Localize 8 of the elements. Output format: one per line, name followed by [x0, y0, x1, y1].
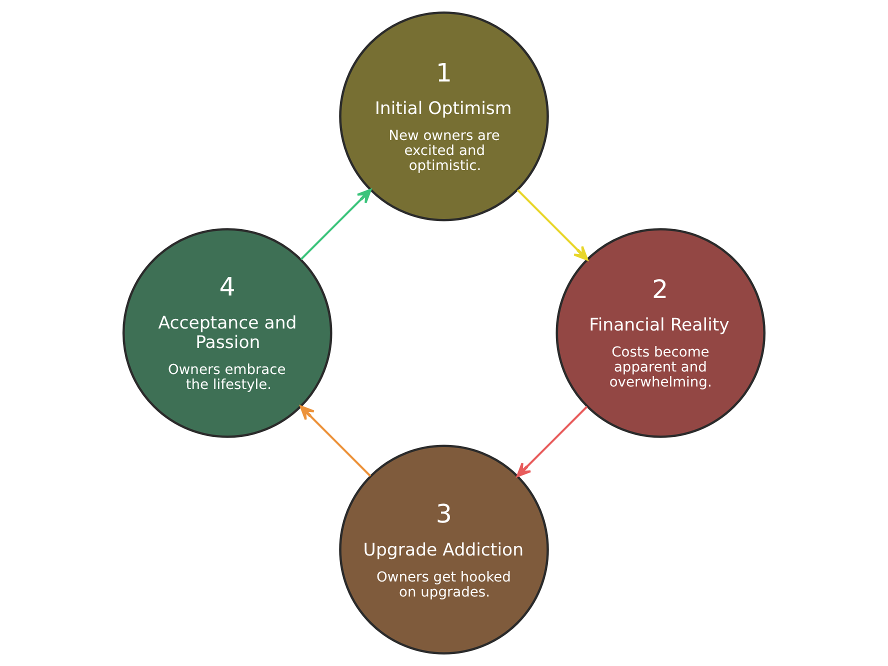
node-circle: 2 Financial Reality Costs become apparent and overwhelming.	[556, 228, 766, 438]
node-circle: 1 Initial Optimism New owners are excited and optimistic.	[339, 11, 549, 222]
arrow	[516, 406, 588, 478]
node-circle: 3 Upgrade Addiction Owners get hooked on upgrades.	[339, 444, 549, 655]
arrow	[516, 189, 588, 261]
arrow	[300, 188, 372, 260]
node-circle: 4 Acceptance and Passion Owners embrace the lifestyle.	[122, 228, 332, 438]
arrow	[300, 405, 372, 477]
